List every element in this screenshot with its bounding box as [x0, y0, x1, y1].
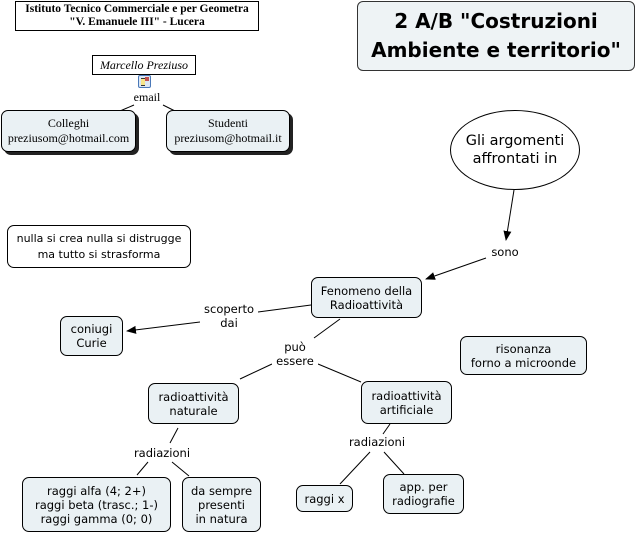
curie-line-2: Curie	[76, 336, 107, 350]
connector-artificiale-radiazioni	[382, 423, 391, 435]
risonanza-line-1: risonanza	[495, 341, 552, 356]
app-line-1: app. per	[399, 480, 448, 494]
curie-line-1: coniugi	[70, 322, 113, 336]
page-title: 2 A/B "Costruzioni Ambiente e territorio…	[357, 1, 635, 71]
sempre-line-2: presenti	[198, 497, 245, 512]
title-line-1: 2 A/B "Costruzioni	[394, 9, 598, 33]
node-radioattivita-artificiale[interactable]: radioattività artificiale	[361, 381, 452, 424]
artificiale-line-2: artificiale	[379, 402, 434, 417]
sempre-line-3: in natura	[195, 511, 248, 526]
node-risonanza[interactable]: risonanza forno a microonde	[460, 336, 587, 375]
connector-radiazioni-sempre	[171, 461, 190, 477]
sempre-line-1: da sempre	[190, 483, 253, 498]
node-coniugi-curie[interactable]: coniugi Curie	[60, 316, 123, 356]
topic-line-1: Fenomeno della	[320, 283, 413, 298]
topic-line-2: Radioattività	[329, 297, 404, 312]
colleghi-title: Colleghi	[47, 116, 90, 130]
studenti-title: Studenti	[207, 116, 248, 130]
node-studenti[interactable]: Studenti preziusom@hotmail.it	[166, 110, 290, 152]
connector-radiazioni-raggix	[339, 451, 371, 485]
node-raggi-x[interactable]: raggi x	[296, 485, 353, 512]
root-line-2: affrontati in	[472, 151, 558, 167]
motto-line-2: ma tutto si strasforma	[37, 247, 161, 261]
link-label-puo-essere: può essere	[272, 340, 318, 368]
puo-line-2: essere	[276, 354, 314, 368]
scoperto-line-1: scoperto	[204, 302, 254, 316]
puo-line-1: può	[284, 340, 306, 354]
title-line-2: Ambiente e territorio"	[371, 38, 621, 62]
risonanza-line-2: forno a microonde	[470, 355, 577, 370]
connector-topic-scoperto	[257, 304, 312, 313]
motto-line-1: nulla si crea nulla si distrugge	[16, 231, 182, 245]
email-link-label: email	[131, 91, 163, 104]
colleghi-email[interactable]: preziusom@hotmail.com	[7, 131, 130, 145]
connector-sono-topic	[425, 257, 487, 280]
connector-puo-naturale	[239, 363, 273, 380]
link-label-radiazioni-artificiale: radiazioni	[345, 435, 409, 449]
node-app-radiografie[interactable]: app. per radiografie	[383, 474, 464, 514]
app-line-2: radiografie	[392, 494, 455, 508]
school-location: "V. Emanuele III" - Lucera	[69, 16, 205, 28]
connector-radiazioni-raggi	[136, 461, 149, 476]
naturale-line-2: naturale	[169, 403, 218, 418]
node-motto[interactable]: nulla si crea nulla si distrugge ma tutt…	[7, 225, 191, 268]
connector-topic-puo	[313, 318, 341, 339]
raggi-gamma: raggi gamma (0; 0)	[40, 511, 153, 526]
scoperto-line-2: dai	[220, 316, 238, 330]
author-box: Marcello Preziuso	[92, 55, 196, 75]
node-root[interactable]: Gli argomenti affrontati in	[450, 110, 580, 190]
artificiale-line-1: radioattività	[371, 388, 442, 403]
node-raggi[interactable]: raggi alfa (4; 2+) raggi beta (trasc.; 1…	[22, 477, 171, 532]
link-label-sono: sono	[487, 245, 523, 259]
node-colleghi[interactable]: Colleghi preziusom@hotmail.com	[1, 110, 136, 152]
school-header: Istituto Tecnico Commerciale e per Geome…	[15, 1, 259, 31]
connector-root-sono	[503, 189, 515, 241]
link-label-scoperto-dai: scoperto dai	[200, 302, 258, 330]
link-label-radiazioni-naturale: radiazioni	[130, 446, 194, 460]
raggi-alfa: raggi alfa (4; 2+)	[47, 483, 146, 498]
root-line-1: Gli argomenti	[465, 133, 565, 149]
connector-radiazioni-app	[383, 451, 405, 475]
connector-scoperto-curie	[126, 321, 201, 334]
raggi-beta: raggi beta (trasc.; 1-)	[34, 497, 159, 512]
node-fenomeno-radioattivita[interactable]: Fenomeno della Radioattività	[311, 277, 422, 318]
document-icon[interactable]	[138, 75, 151, 88]
node-radioattivita-naturale[interactable]: radioattività naturale	[148, 383, 239, 424]
connector-naturale-radiazioni	[169, 427, 179, 444]
school-name: Istituto Tecnico Commerciale e per Geome…	[25, 3, 249, 15]
connector-puo-artificiale	[317, 363, 362, 383]
studenti-email[interactable]: preziusom@hotmail.it	[174, 131, 282, 145]
node-da-sempre-presenti[interactable]: da sempre presenti in natura	[182, 477, 261, 532]
naturale-line-1: radioattività	[158, 389, 229, 404]
